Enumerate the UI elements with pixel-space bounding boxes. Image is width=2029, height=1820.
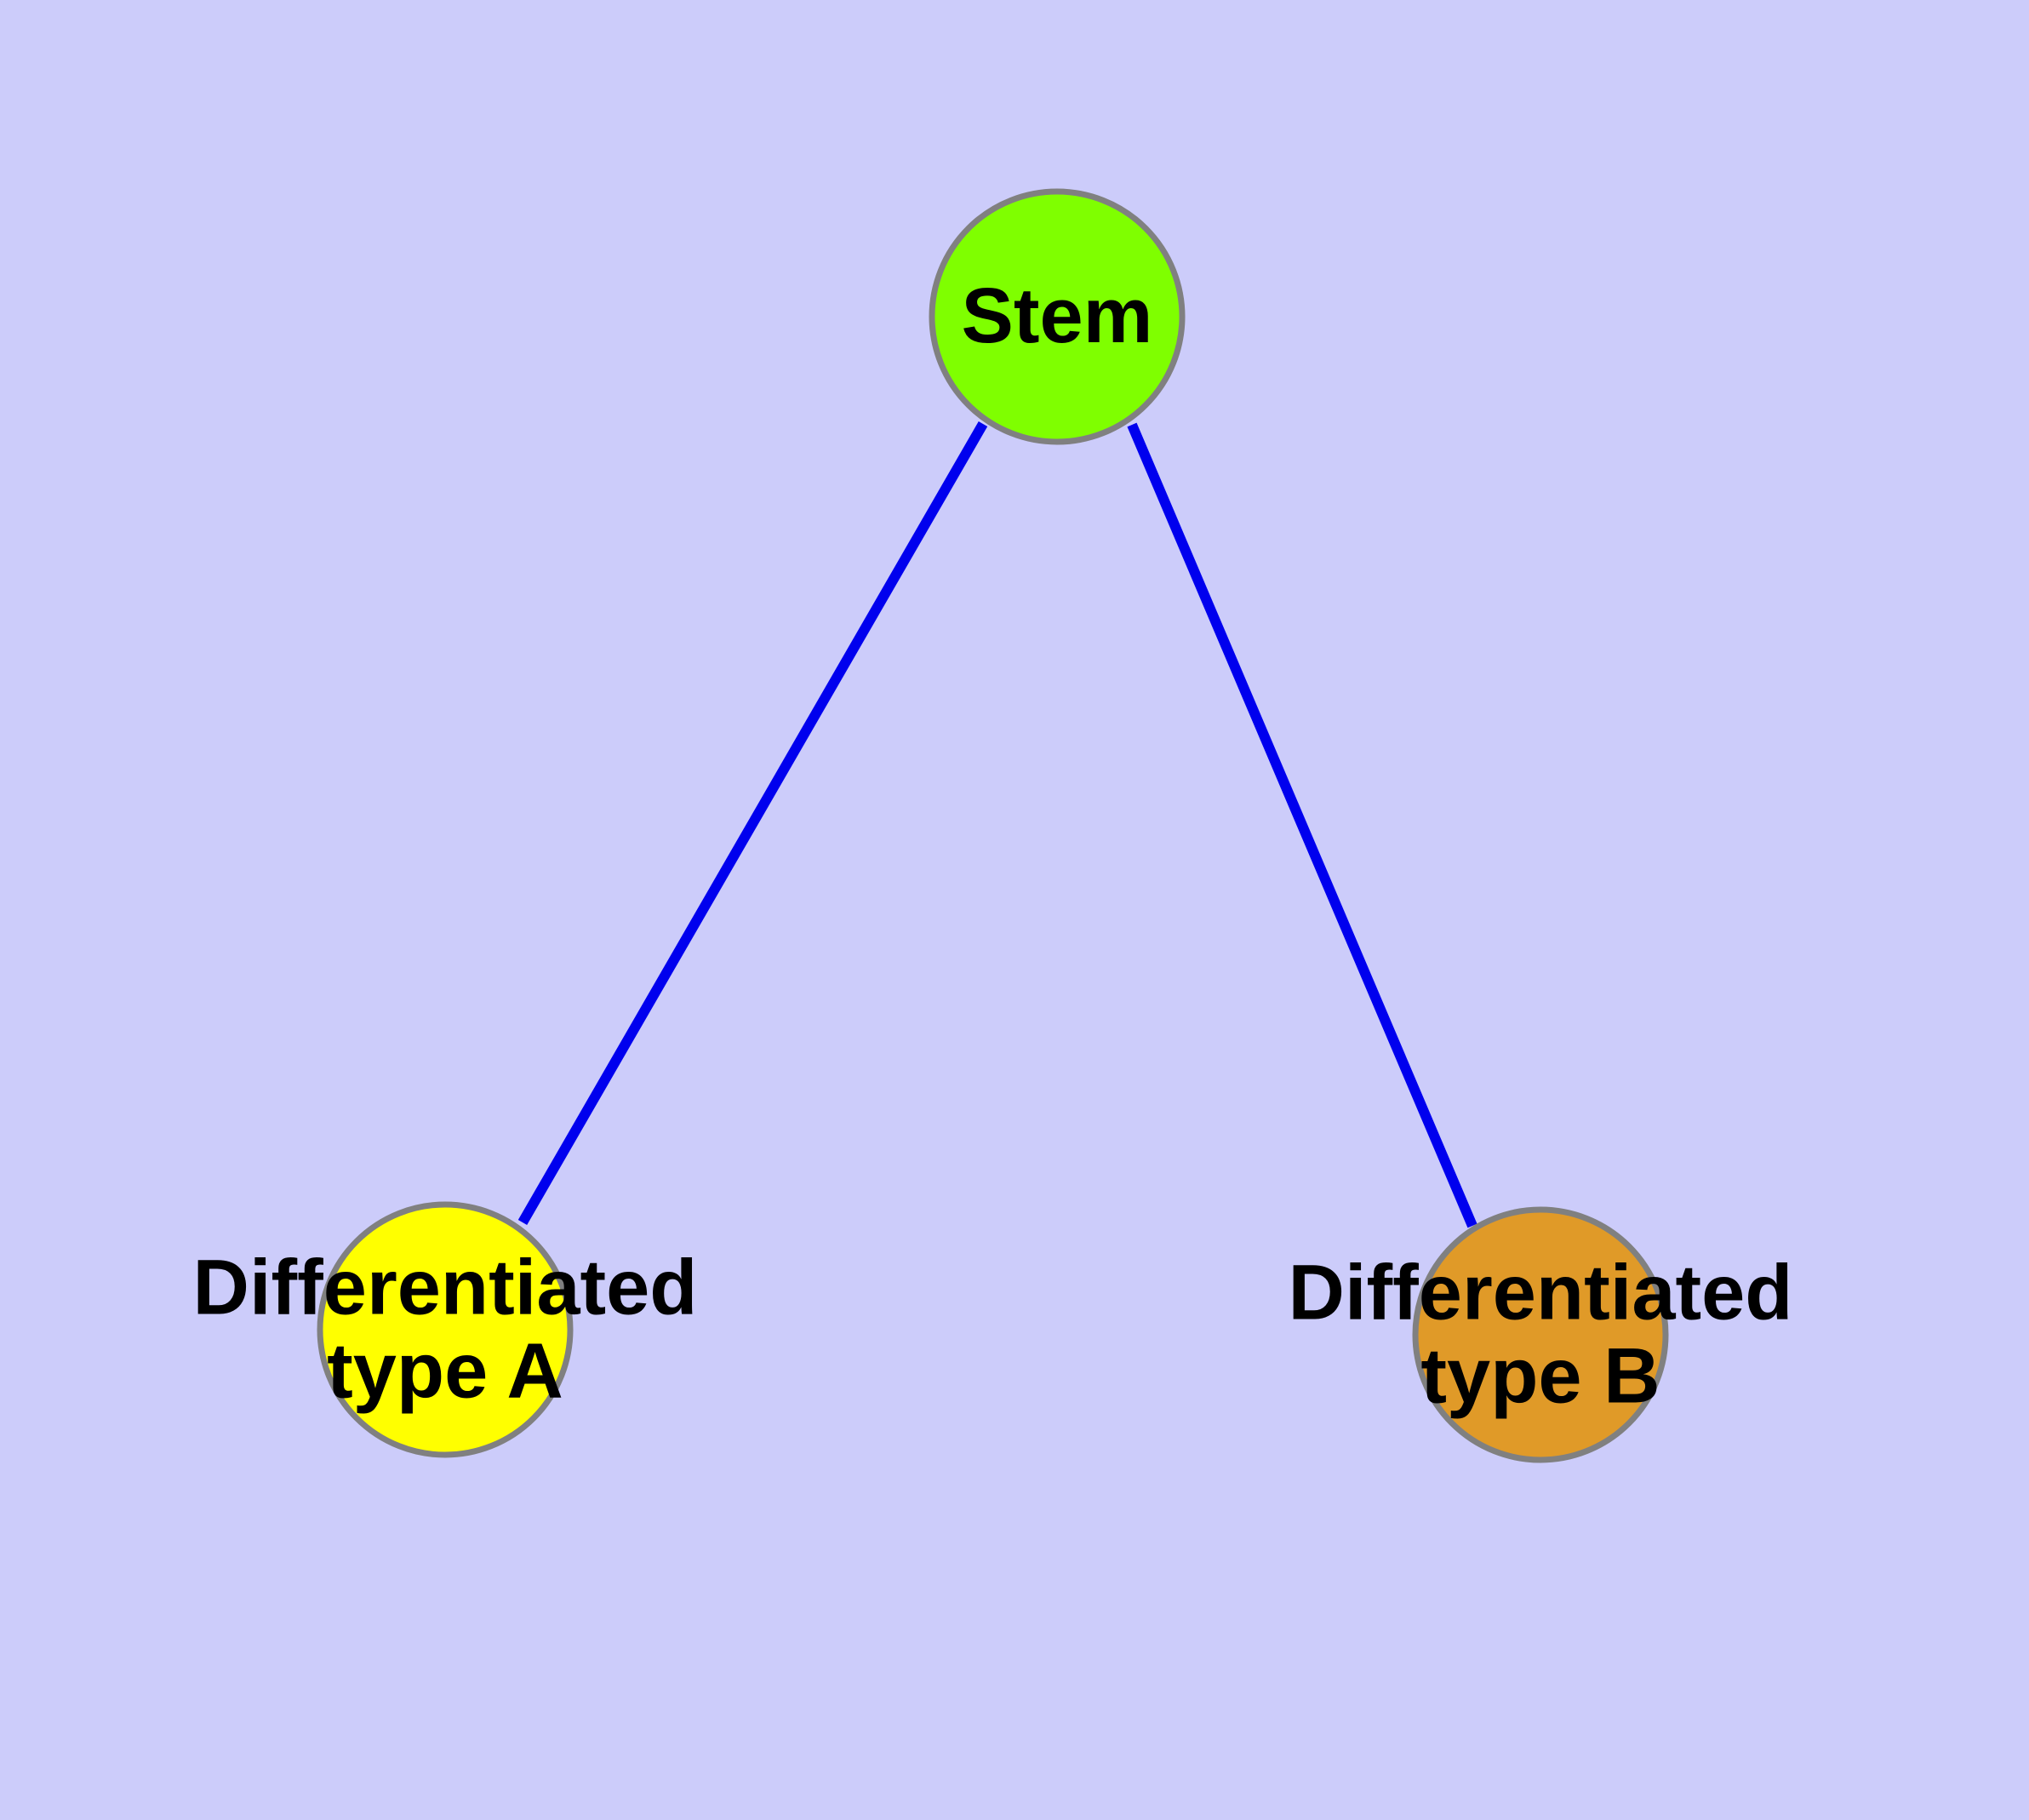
edge-layer <box>517 421 1477 1228</box>
graph-edge-stem-to-b <box>1127 422 1477 1228</box>
graph-node-diff_b[interactable] <box>1412 1206 1669 1463</box>
graph-edge-stem-to-a <box>517 421 988 1225</box>
node-layer <box>317 188 1669 1463</box>
graph-node-diff_a[interactable] <box>317 1201 574 1458</box>
graph-node-stem[interactable] <box>929 188 1186 445</box>
